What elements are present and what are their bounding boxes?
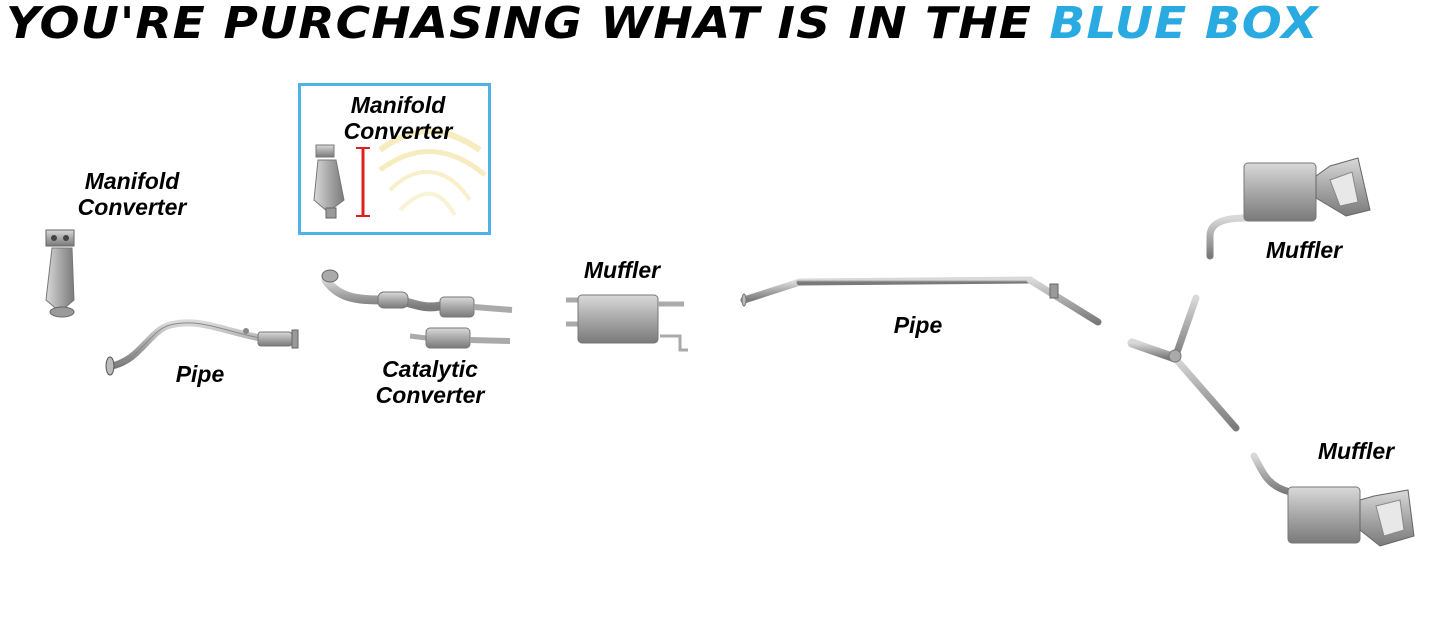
headline-prefix: YOU'RE PURCHASING WHAT IS IN THE <box>6 0 1032 49</box>
manifold-converter-image <box>45 229 75 318</box>
rear-muffler-top-image <box>1206 157 1371 260</box>
rear-muffler-bottom-label: Muffler <box>1317 438 1395 464</box>
manifold-converter-line1: Manifold <box>84 168 180 194</box>
mid-pipe-image <box>740 276 1102 326</box>
mid-pipe-label: Pipe <box>893 312 943 338</box>
selected-manifold-converter-image <box>313 128 487 219</box>
manifold-converter-line2: Converter <box>77 194 187 220</box>
center-muffler-label: Muffler <box>583 257 661 283</box>
catalytic-converter-image <box>321 269 513 349</box>
headline-highlight: BLUE BOX <box>1049 0 1319 49</box>
y-pipe-image <box>1127 294 1240 432</box>
selected-manifold-converter-line1: Manifold <box>350 92 446 118</box>
headline: YOU'RE PURCHASING WHAT IS IN THE BLUE BO… <box>6 0 1319 52</box>
selection-box <box>298 83 491 235</box>
front-pipe-label: Pipe <box>175 361 225 387</box>
catalytic-converter-line1: Catalytic <box>382 356 478 382</box>
catalytic-converter-label: Catalytic Converter <box>350 356 510 408</box>
center-muffler-image <box>566 294 688 352</box>
catalytic-converter-line2: Converter <box>375 382 485 408</box>
manifold-converter-label: Manifold Converter <box>62 168 202 220</box>
rear-muffler-bottom-image <box>1250 452 1415 547</box>
selected-manifold-converter-line2: Converter <box>343 118 453 144</box>
rear-muffler-top-label: Muffler <box>1265 237 1343 263</box>
front-pipe-image <box>105 319 299 376</box>
selected-manifold-converter-label: Manifold Converter <box>330 92 466 144</box>
